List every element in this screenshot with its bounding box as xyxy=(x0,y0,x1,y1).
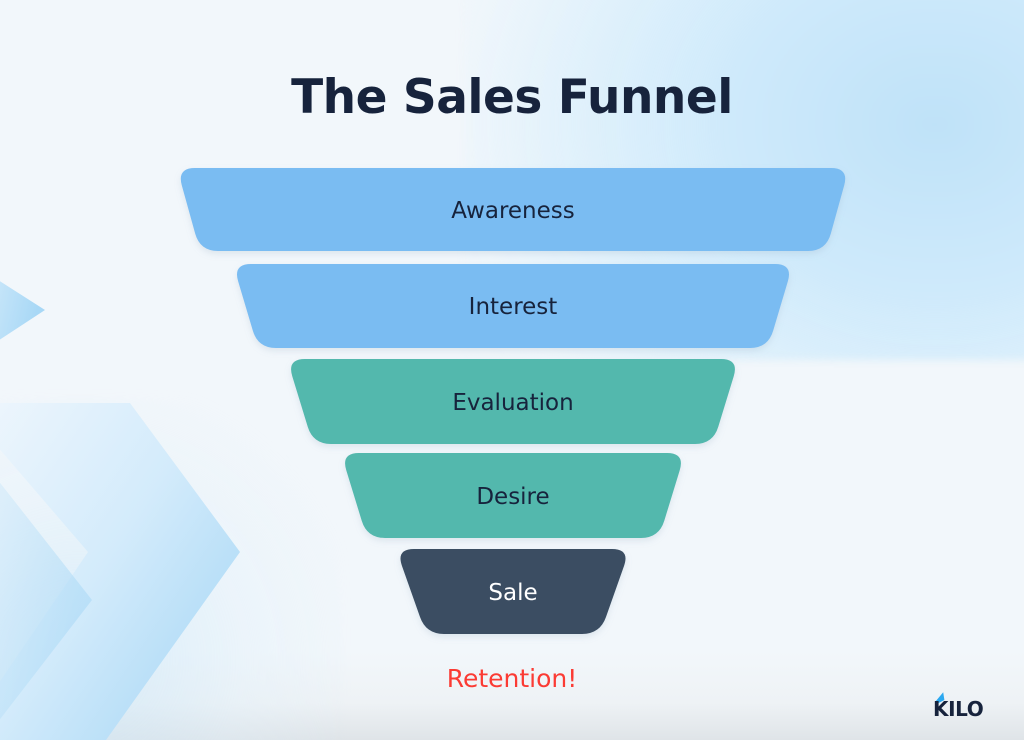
funnel-segment-evaluation[interactable] xyxy=(291,359,735,444)
svg-text:KILO: KILO xyxy=(933,697,983,721)
funnel-segment-desire[interactable] xyxy=(345,453,681,538)
kilo-logo: KILO xyxy=(933,692,984,721)
funnel-segment-label-evaluation: Evaluation xyxy=(452,389,574,416)
retention-label: Retention! xyxy=(446,664,578,693)
funnel-segment-label-awareness: Awareness xyxy=(451,197,575,224)
funnel-segment-interest[interactable] xyxy=(236,264,790,348)
funnel-segment-label-interest: Interest xyxy=(468,294,558,320)
funnel-segment-awareness[interactable] xyxy=(180,168,846,251)
funnel-segment-label-desire: Desire xyxy=(476,483,550,510)
funnel-segment-sale[interactable] xyxy=(400,549,626,634)
funnel-segment-label-sale: Sale xyxy=(488,579,538,606)
page-title: The Sales Funnel xyxy=(291,70,733,125)
